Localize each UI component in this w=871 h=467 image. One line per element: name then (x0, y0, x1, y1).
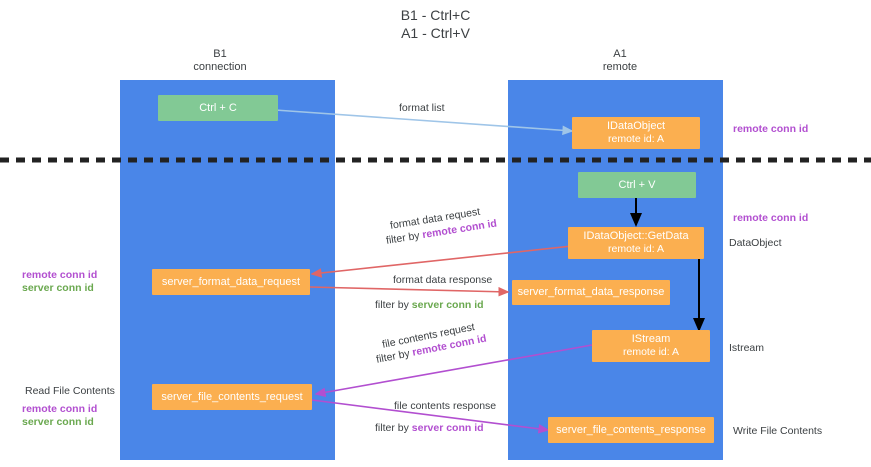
filter-value-server-conn-id: server conn id (411, 299, 484, 311)
node-server-file-contents-response[interactable]: server_file_contents_response (548, 417, 714, 443)
node-istream[interactable]: IStream remote id: A (592, 330, 710, 362)
filter-prefix: filter by (375, 346, 414, 366)
title-line-2: A1 - Ctrl+V (401, 25, 470, 41)
wire-label-file-contents-response-filter: filter by server conn id (375, 421, 484, 435)
side-label-dataobject: DataObject (729, 237, 782, 249)
side-label-left-server-conn-id-mid: server conn id (22, 282, 94, 294)
node-idataobject-getdata[interactable]: IDataObject::GetData remote id: A (568, 227, 704, 259)
side-label-left-remote-conn-id-mid: remote conn id (22, 269, 98, 281)
node-ctrl-v[interactable]: Ctrl + V (578, 172, 696, 198)
column-header-b1-name: B1 (213, 48, 227, 60)
side-label-left-server-conn-id-bottom: server conn id (22, 416, 94, 428)
node-server-file-contents-request[interactable]: server_file_contents_request (152, 384, 312, 410)
side-label-left-remote-conn-id-bottom: remote conn id (22, 403, 98, 415)
column-header-b1-sub: connection (193, 61, 247, 73)
filter-prefix: filter by (375, 422, 412, 434)
node-ctrl-c-label: Ctrl + C (199, 101, 237, 114)
page-title: B1 - Ctrl+C A1 - Ctrl+V (0, 6, 871, 42)
side-label-read-file-contents: Read File Contents (25, 385, 115, 397)
node-idataobject-line2: remote id: A (607, 133, 665, 145)
node-getdata-line1: IDataObject::GetData (583, 230, 689, 242)
column-header-a1-name: A1 (613, 48, 627, 60)
node-server-file-contents-response-label: server_file_contents_response (556, 423, 706, 436)
filter-prefix: filter by (375, 299, 412, 311)
title-line-1: B1 - Ctrl+C (400, 7, 471, 23)
node-server-format-data-request-label: server_format_data_request (161, 275, 301, 288)
wire-label-format-data-response: format data response (393, 274, 493, 286)
column-header-a1-sub: remote (602, 61, 638, 73)
side-label-remote-conn-id-mid: remote conn id (733, 212, 809, 224)
node-server-format-data-request[interactable]: server_format_data_request (152, 269, 310, 295)
node-istream-line2: remote id: A (622, 346, 680, 358)
node-idataobject[interactable]: IDataObject remote id: A (572, 117, 700, 149)
wire-label-format-data-response-filter: filter by server conn id (375, 298, 484, 312)
column-header-b1: B1 connection (160, 48, 280, 74)
wire-label-format-list: format list (399, 102, 445, 114)
column-header-a1: A1 remote (560, 48, 680, 74)
node-server-format-data-response-label: server_format_data_response (517, 286, 665, 298)
arrow-format-data-response (309, 286, 510, 297)
side-label-remote-conn-id-top: remote conn id (733, 123, 809, 135)
node-ctrl-v-label: Ctrl + V (618, 178, 656, 191)
wire-label-file-contents-response: file contents response (394, 400, 497, 412)
node-idataobject-line1: IDataObject (606, 120, 666, 132)
node-server-format-data-response[interactable]: server_format_data_response (512, 280, 670, 305)
node-server-file-contents-request-label: server_file_contents_request (161, 390, 303, 403)
node-ctrl-c[interactable]: Ctrl + C (158, 95, 278, 121)
side-label-istream: Istream (729, 342, 765, 354)
side-label-write-file-contents: Write File Contents (733, 425, 823, 437)
node-getdata-line2: remote id: A (607, 243, 665, 255)
node-istream-line1: IStream (631, 333, 671, 345)
filter-value-server-conn-id: server conn id (411, 422, 484, 434)
